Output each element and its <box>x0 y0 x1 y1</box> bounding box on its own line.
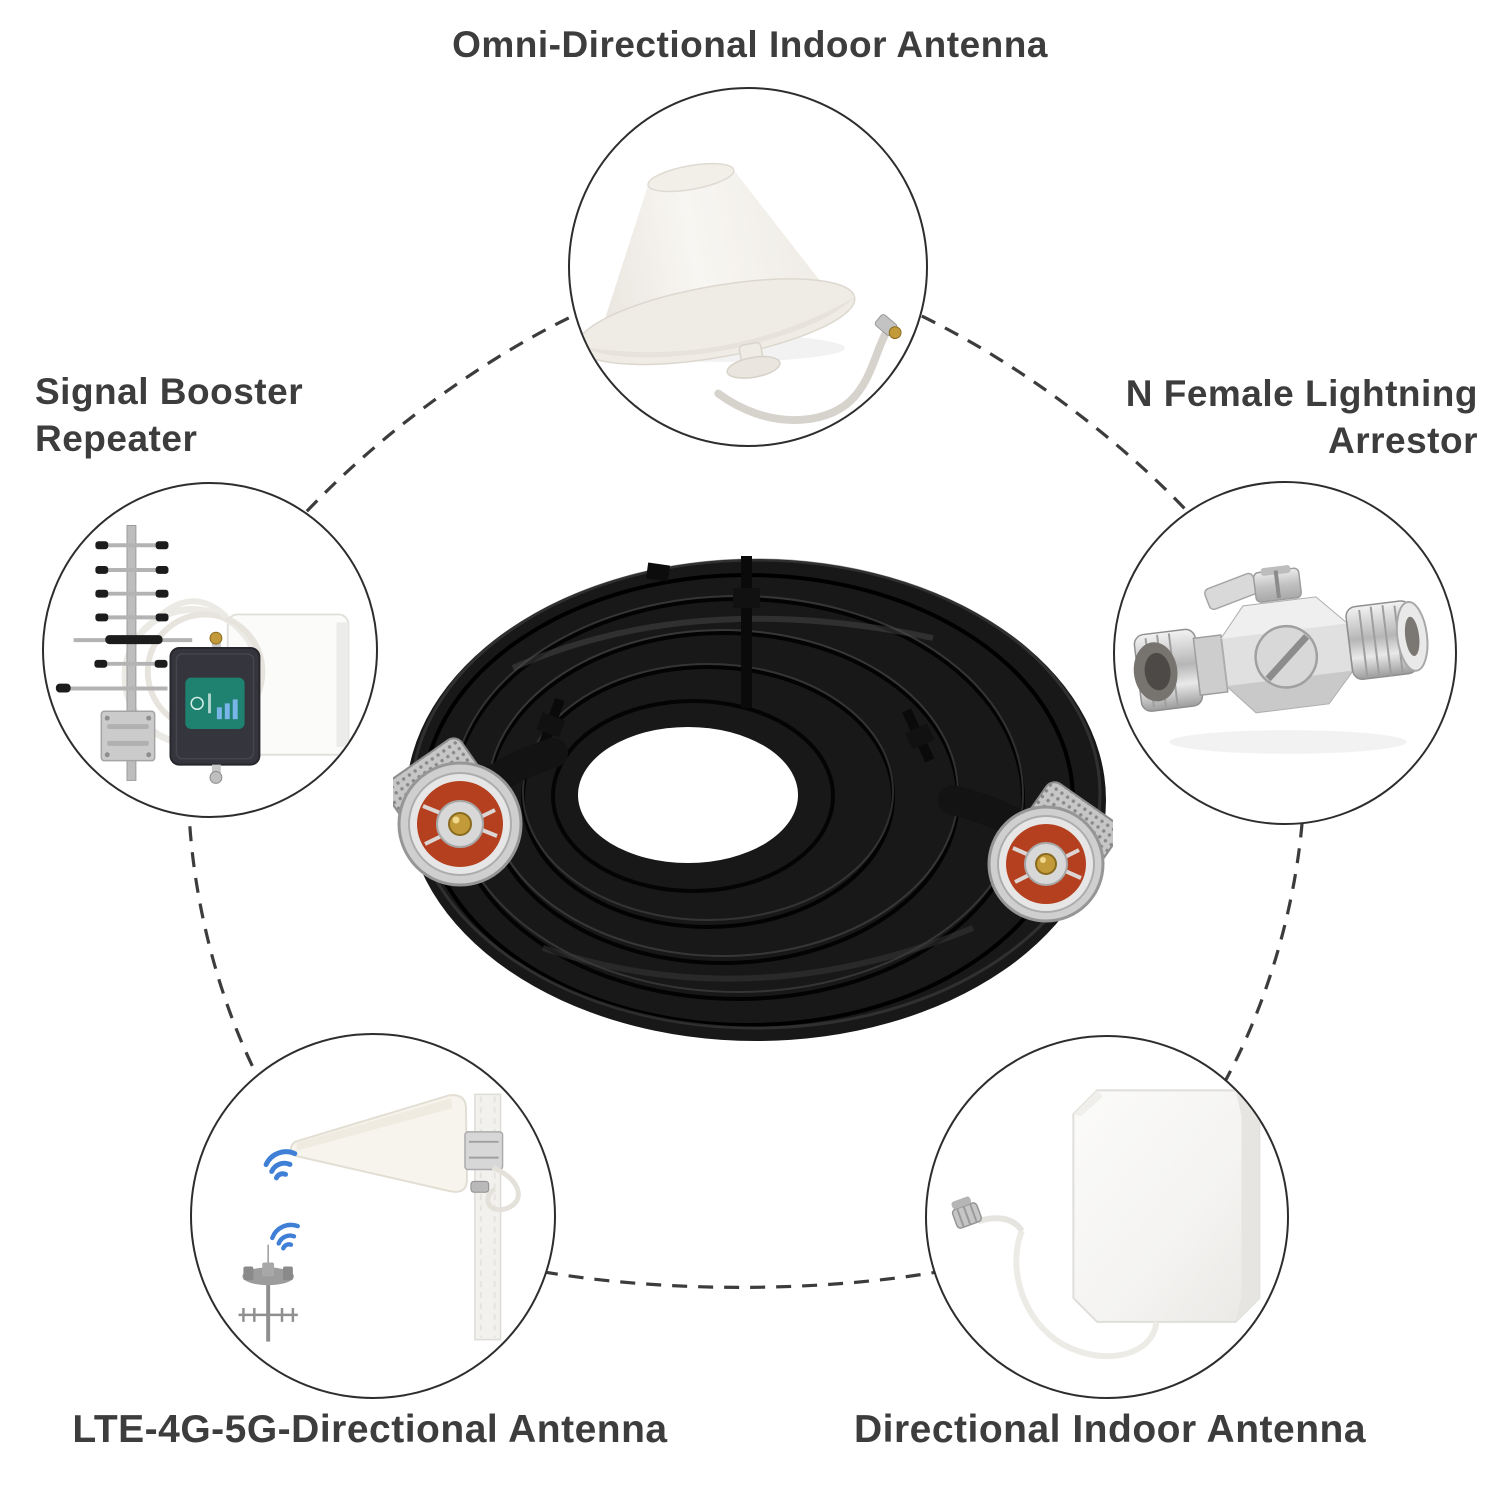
n-male-connector-left <box>393 737 523 887</box>
lpda-outdoor-directional-antenna-icon <box>238 1093 521 1342</box>
n-female-lightning-arrestor-icon <box>1133 565 1429 754</box>
coax-cable-coil-icon <box>393 556 1113 1041</box>
signal-waves-icon <box>263 1149 298 1181</box>
callout-circle-lightning-arrestor <box>1113 481 1457 825</box>
mini-connector-icon <box>874 314 902 340</box>
label-lightning-arrestor-line2: Arrestor <box>1328 420 1478 461</box>
mini-connector-icon <box>951 1196 983 1229</box>
label-signal-booster: Signal Booster Repeater <box>35 368 303 462</box>
booster-unit-icon <box>169 631 261 784</box>
yagi-antenna-icon <box>55 525 193 781</box>
label-omni-antenna: Omni-Directional Indoor Antenna <box>452 24 1048 65</box>
label-panel-antenna: Directional Indoor Antenna <box>853 1408 1367 1451</box>
n-male-connector-right <box>987 781 1113 923</box>
label-signal-booster-line2: Repeater <box>35 418 198 459</box>
omni-directional-ceiling-dome-antenna-icon <box>577 162 902 424</box>
label-lightning-arrestor-line1: N Female Lightning <box>1125 373 1478 414</box>
label-lightning-arrestor: N Female Lightning Arrestor <box>1126 370 1478 464</box>
signal-booster-repeater-kit-icon <box>55 525 350 784</box>
callout-circle-lpda-antenna <box>190 1033 556 1399</box>
label-lpda-antenna: LTE-4G-5G-Directional Antenna <box>72 1408 668 1451</box>
callout-circle-panel-antenna <box>925 1035 1289 1399</box>
callout-circle-signal-booster <box>42 482 378 818</box>
cell-tower-icon <box>238 1222 300 1342</box>
label-signal-booster-line1: Signal Booster <box>35 371 304 412</box>
callout-circle-omni-antenna <box>568 87 928 447</box>
directional-indoor-panel-antenna-icon <box>951 1089 1261 1360</box>
center-cable-photo <box>393 548 1113 1048</box>
